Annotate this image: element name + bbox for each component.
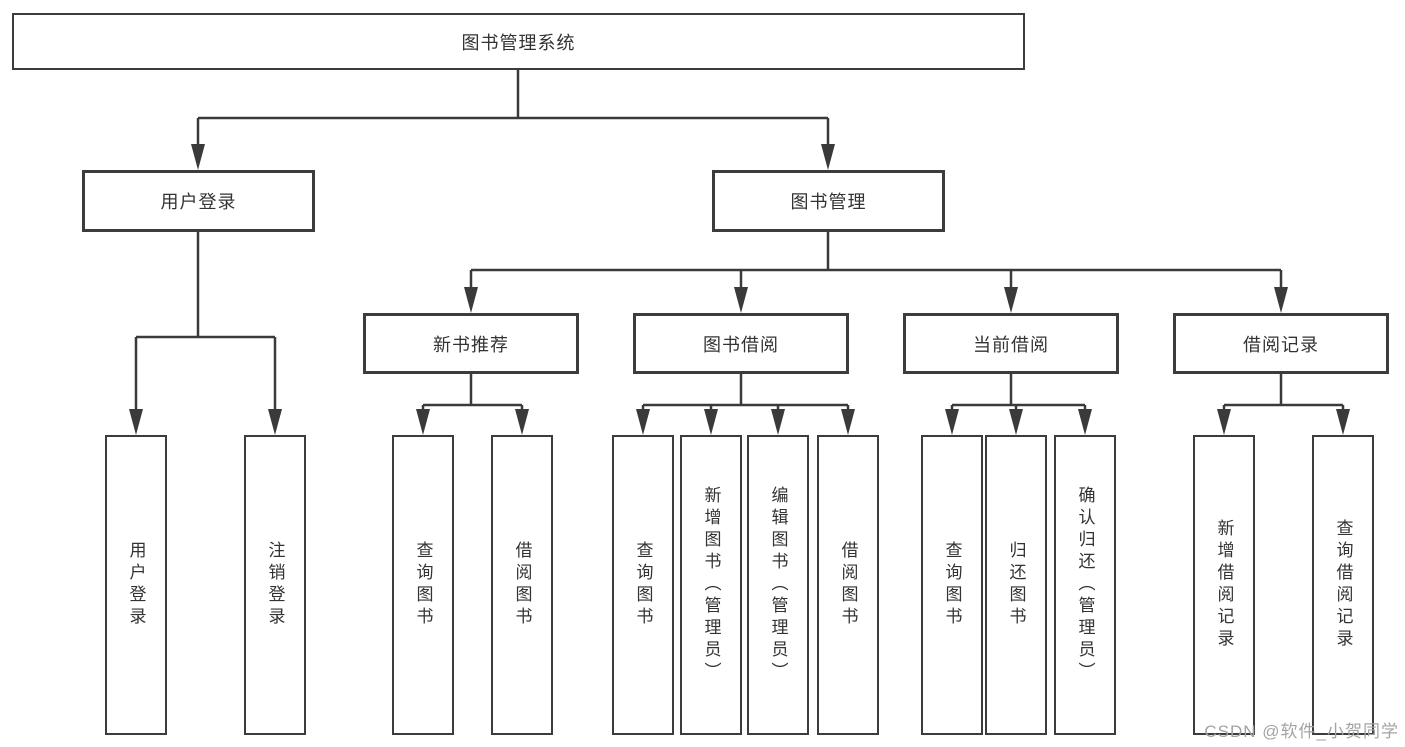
node-borrow-books-recommend: 借阅图书 (491, 435, 553, 735)
node-book-borrowing: 图书借阅 (633, 313, 849, 374)
node-book-management: 图书管理 (712, 170, 945, 232)
node-borrowing-records: 借阅记录 (1173, 313, 1389, 374)
node-query-books-borrowing: 查询图书 (612, 435, 674, 735)
node-add-borrow-record: 新增借阅记录 (1193, 435, 1255, 735)
node-library-system-root: 图书管理系统 (12, 13, 1025, 70)
node-return-books: 归还图书 (985, 435, 1047, 735)
node-query-borrow-record: 查询借阅记录 (1312, 435, 1374, 735)
node-add-books-admin: 新增图书（管理员） (680, 435, 742, 735)
node-user-login: 用户登录 (82, 170, 315, 232)
node-new-book-recommend: 新书推荐 (363, 313, 579, 374)
node-borrow-books-leaf: 借阅图书 (817, 435, 879, 735)
node-query-books-recommend: 查询图书 (392, 435, 454, 735)
node-logout-leaf: 注销登录 (244, 435, 306, 735)
csdn-watermark: CSDN @软件_小贺同学 (1204, 722, 1399, 741)
node-edit-books-admin: 编辑图书（管理员） (747, 435, 809, 735)
node-current-borrowing: 当前借阅 (903, 313, 1119, 374)
arrowhead-icons (129, 144, 1350, 435)
node-query-books-current: 查询图书 (921, 435, 983, 735)
node-user-login-leaf: 用户登录 (105, 435, 167, 735)
node-confirm-return-admin: 确认归还（管理员） (1054, 435, 1116, 735)
